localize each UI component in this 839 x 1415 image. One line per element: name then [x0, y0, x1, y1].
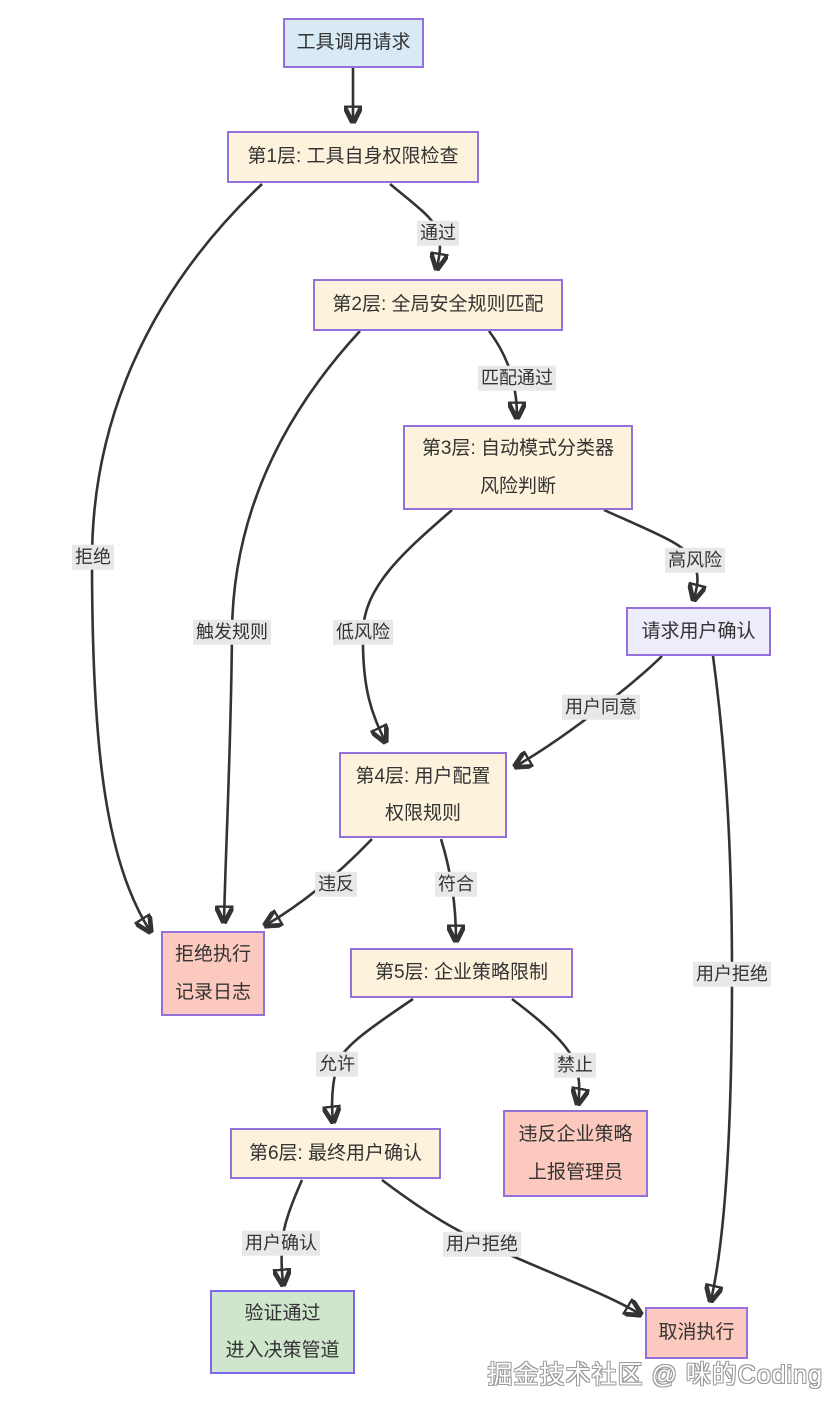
node-layer1: 第1层: 工具自身权限检查: [227, 131, 479, 183]
node-label: 请求用户确认: [641, 620, 756, 642]
node-layer6: 第6层: 最终用户确认: [230, 1128, 441, 1179]
node-layer4: 第4层: 用户配置 权限规则: [339, 752, 507, 838]
node-label: 违反企业策略 上报管理员: [518, 1124, 633, 1183]
node-label: 第5层: 企业策略限制: [374, 962, 549, 984]
node-label: 第1层: 工具自身权限检查: [247, 146, 459, 168]
node-verified: 验证通过 进入决策管道: [210, 1290, 355, 1374]
node-label: 第3层: 自动模式分类器 风险判断: [421, 438, 615, 497]
edge-layer1-to-rejectlog: [90, 183, 263, 931]
node-cancel: 取消执行: [645, 1307, 748, 1359]
edge-label-allow: 允许: [316, 1051, 358, 1077]
edge-label-pass: 通过: [417, 220, 459, 246]
edge-label-forbid: 禁止: [554, 1052, 596, 1078]
edge-label-user-confirm: 用户确认: [242, 1230, 320, 1256]
node-label: 第6层: 最终用户确认: [248, 1142, 423, 1164]
node-reject-log: 拒绝执行 记录日志: [161, 931, 265, 1016]
node-tool-request: 工具调用请求: [283, 18, 424, 68]
edge-label-user-reject-mid: 用户拒绝: [443, 1231, 521, 1257]
edge-label-comply: 符合: [435, 871, 477, 897]
edge-label-reject: 拒绝: [72, 544, 114, 570]
node-report-admin: 违反企业策略 上报管理员: [503, 1110, 648, 1197]
edge-label-match-pass: 匹配通过: [478, 365, 556, 391]
node-label: 取消执行: [658, 1322, 735, 1344]
node-label: 拒绝执行 记录日志: [174, 944, 251, 1003]
node-ask-user: 请求用户确认: [626, 607, 771, 656]
edge-label-high-risk: 高风险: [665, 547, 725, 573]
node-layer2: 第2层: 全局安全规则匹配: [313, 279, 563, 331]
node-layer5: 第5层: 企业策略限制: [350, 948, 573, 998]
watermark: 掘金技术社区 @ 咪的Coding: [487, 1361, 823, 1389]
node-label: 第2层: 全局安全规则匹配: [332, 294, 544, 316]
node-label: 验证通过 进入决策管道: [225, 1302, 340, 1361]
edge-label-user-reject-right: 用户拒绝: [693, 961, 771, 987]
edge-label-violate: 违反: [315, 871, 357, 897]
node-layer3: 第3层: 自动模式分类器 风险判断: [403, 425, 633, 510]
edge-label-user-agree: 用户同意: [562, 694, 640, 720]
edge-layer5-to-reportadmin: [511, 997, 579, 1103]
node-label: 工具调用请求: [296, 32, 411, 54]
edge-label-trigger-rule: 触发规则: [193, 619, 271, 645]
node-label: 第4层: 用户配置 权限规则: [355, 765, 491, 824]
edge-label-low-risk: 低风险: [333, 619, 393, 645]
